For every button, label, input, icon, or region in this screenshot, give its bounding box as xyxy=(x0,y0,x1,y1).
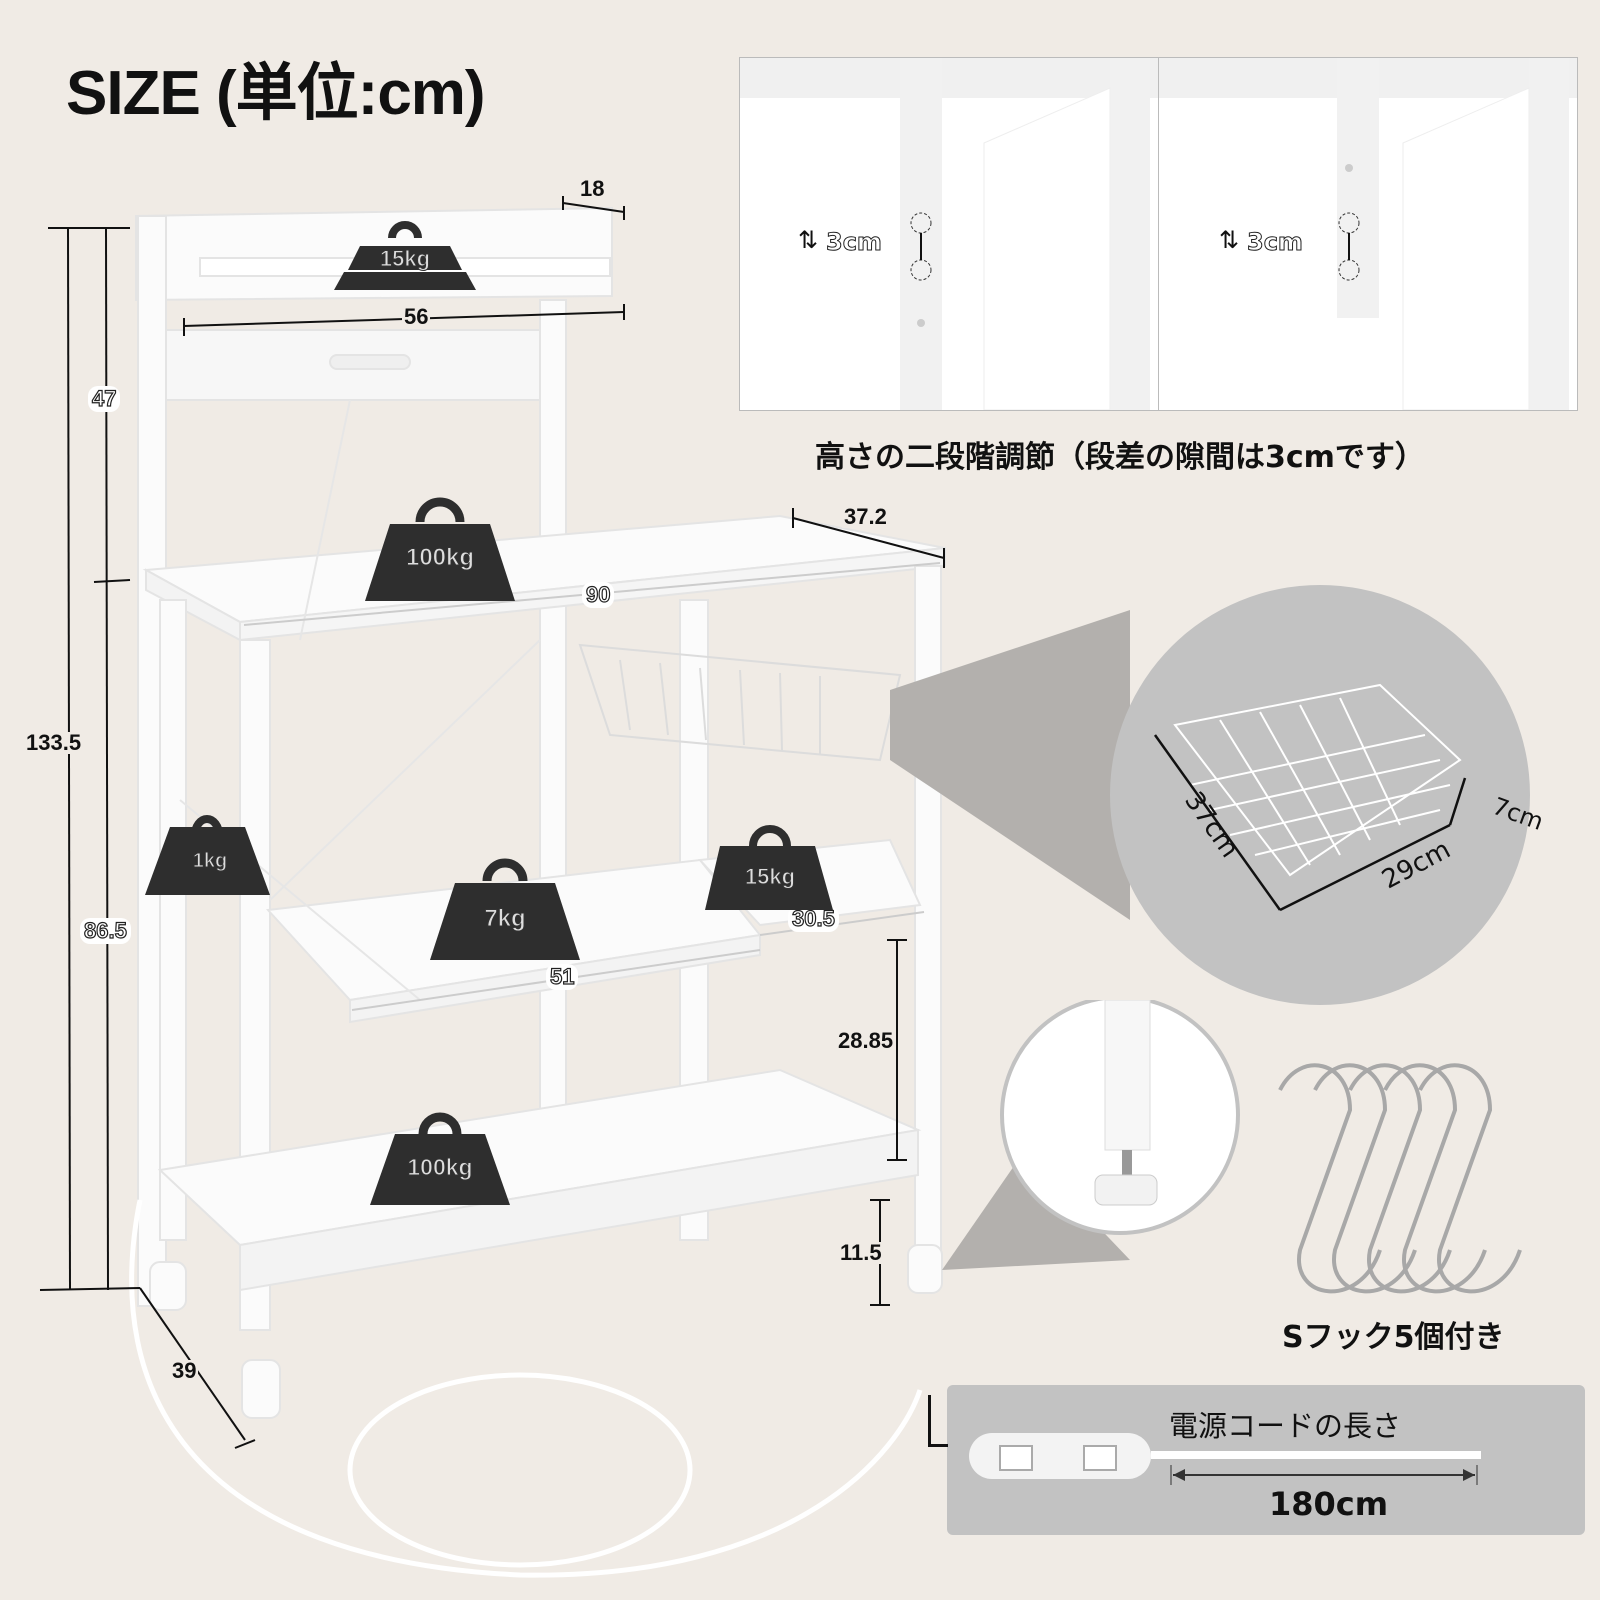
cord-label: 電源コードの長さ xyxy=(1169,1409,1402,1443)
adjust-gap-label: 3cm xyxy=(826,228,883,257)
dim-pullout-width: 51 xyxy=(546,964,579,990)
height-adjust-caption: 高さの二段階調節（段差の隙間は3cmです） xyxy=(815,440,1425,475)
dim-lower-gap: 28.85 xyxy=(836,1028,896,1053)
cord-pointer xyxy=(928,1395,931,1445)
leveling-foot-callout xyxy=(942,1000,1240,1270)
cord-pointer-foot xyxy=(928,1444,948,1447)
dim-base-depth: 39 xyxy=(170,1358,199,1383)
dim-side-shelf-width: 30.5 xyxy=(788,906,839,932)
page-title: SIZE (単位:cm) xyxy=(66,59,486,128)
s-hooks-illustration xyxy=(1278,1063,1522,1294)
dim-counter-width: 90 xyxy=(582,582,615,608)
s-hooks-caption: Sフック5個付き xyxy=(1282,1320,1505,1355)
dim-total-height: 133.5 xyxy=(24,730,84,755)
power-strip-icon xyxy=(969,1433,1151,1479)
weight-icon-top-shelf: 15kg xyxy=(330,210,480,290)
weight-icon-hook: 1kg xyxy=(145,795,275,900)
weight-icon-pullout: 7kg xyxy=(425,855,585,965)
basket-callout xyxy=(890,585,1530,1005)
cord-line xyxy=(1151,1451,1481,1459)
up-down-arrow-icon: ⇅ xyxy=(798,226,819,254)
height-adjust-panel-right: ⇅ 3cm xyxy=(1158,57,1578,411)
up-down-arrow-icon: ⇅ xyxy=(1219,226,1240,254)
dim-bottom-clearance: 11.5 xyxy=(838,1240,884,1265)
dim-upper-height: 47 xyxy=(88,386,121,412)
dim-top-shelf-depth: 18 xyxy=(578,176,607,201)
adjust-gap-label: 3cm xyxy=(1247,228,1304,257)
dim-top-shelf-width: 56 xyxy=(402,304,431,329)
dim-counter-height: 86.5 xyxy=(80,918,131,944)
weight-icon-bottom-shelf: 100kg xyxy=(365,1110,515,1210)
weight-icon-counter: 100kg xyxy=(360,496,520,606)
weight-icon-side-shelf: 15kg xyxy=(705,822,835,914)
dim-counter-depth: 37.2 xyxy=(842,504,889,529)
cord-length: 180cm xyxy=(1269,1485,1389,1523)
power-cord-callout: 電源コードの長さ 180cm xyxy=(947,1385,1585,1535)
height-adjust-panel-left: ⇅ 3cm xyxy=(739,57,1159,411)
